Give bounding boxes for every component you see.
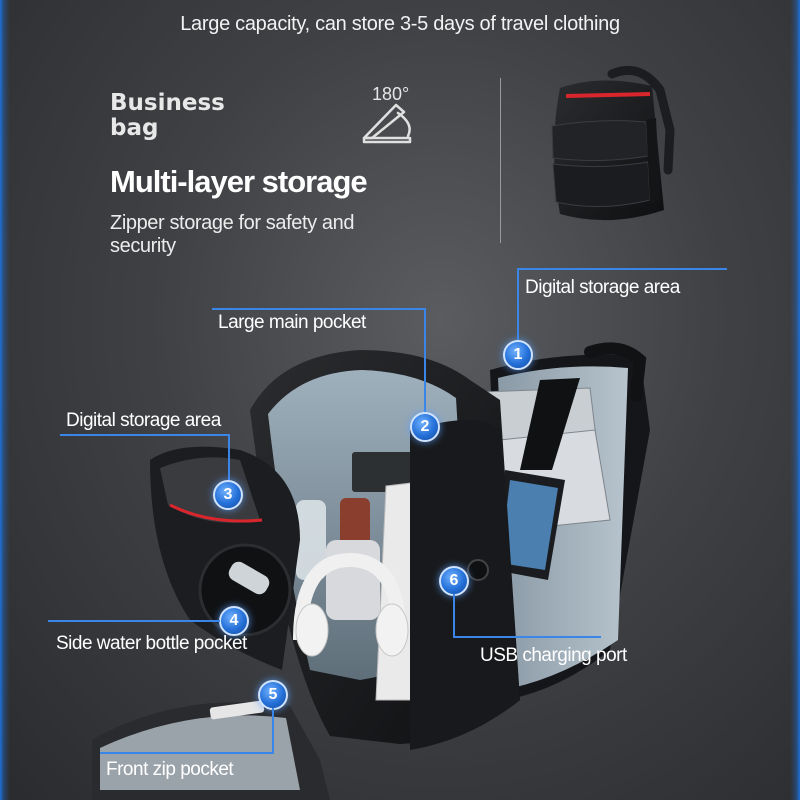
callout-2-badge: 2 — [410, 412, 440, 442]
callout-3-line-h — [60, 434, 230, 436]
callout-3-label: Digital storage area — [66, 410, 221, 431]
callout-3-badge: 3 — [213, 480, 243, 510]
callout-1-badge: 1 — [503, 340, 533, 370]
feature-title: Multi-layer storage — [110, 164, 368, 199]
callout-2-line-v — [424, 308, 426, 412]
callout-1-line-h — [517, 268, 727, 270]
left-blue-glow — [0, 0, 10, 800]
callout-5-line-h — [100, 752, 274, 754]
callout-1-line-v — [517, 268, 519, 342]
callout-4-label: Side water bottle pocket — [56, 633, 247, 654]
callout-5-line-v — [272, 708, 274, 752]
callout-6-line-v — [453, 594, 455, 638]
vertical-divider — [500, 78, 501, 243]
business-bag-label: Business bag — [110, 90, 225, 141]
callout-6-line-h — [453, 636, 601, 638]
callout-3-line-v — [228, 434, 230, 480]
right-blue-glow — [790, 0, 800, 800]
opening-angle-label: 180° — [372, 84, 410, 104]
headline: Large capacity, can store 3-5 days of tr… — [180, 13, 620, 35]
callout-5-label: Front zip pocket — [106, 759, 234, 780]
callout-2-label: Large main pocket — [218, 312, 366, 333]
callout-2-line-h — [212, 308, 426, 310]
callout-4-line-h — [48, 620, 220, 622]
callout-6-badge: 6 — [439, 566, 469, 596]
callout-5-badge: 5 — [258, 680, 288, 710]
callout-6-label: USB charging port — [480, 645, 627, 666]
open-angle-icon — [362, 103, 412, 144]
callout-4-badge: 4 — [219, 606, 249, 636]
feature-subtitle: Zipper storage for safety and security — [110, 212, 355, 257]
backpack-thumbnail — [551, 66, 675, 221]
callout-1-label: Digital storage area — [525, 277, 680, 298]
backpack-open-illustration — [92, 342, 650, 800]
